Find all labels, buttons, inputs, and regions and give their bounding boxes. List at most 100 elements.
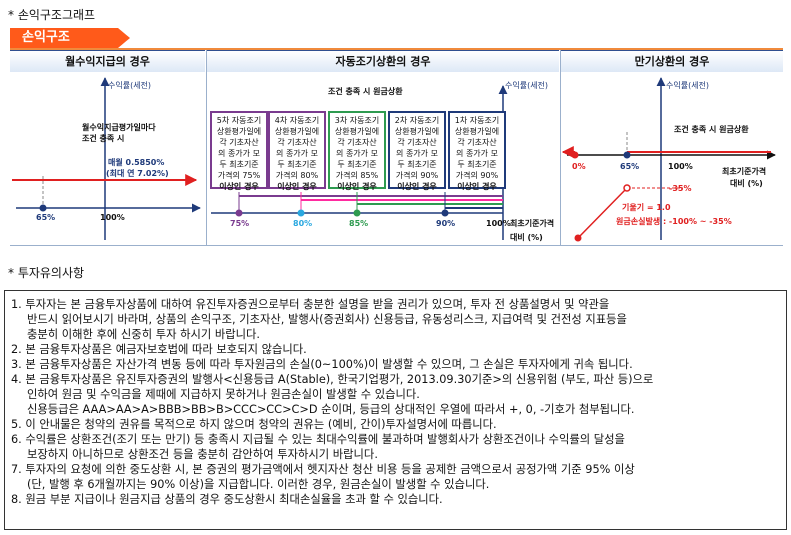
banner-label: 손익구조 bbox=[22, 30, 70, 45]
section-heading-notices: * 투자유의사항 bbox=[8, 266, 85, 280]
autocall-box-line: 5차 자동조기 bbox=[216, 116, 262, 125]
panel-title-autocall: 자동조기상환의 경우 bbox=[207, 50, 559, 72]
autocall-box-line: 두 최초기준 bbox=[397, 160, 437, 169]
notice-line: 7. 투자자의 요청에 의한 중도상환 시, 본 증권의 평가금액에서 헷지자산… bbox=[11, 463, 635, 476]
autocall-tick-75: 75% bbox=[230, 219, 250, 228]
autocall-y-label: 수익률(세전) bbox=[505, 81, 549, 90]
autocall-box-line: 이상인 경우 bbox=[397, 182, 437, 191]
notice-line: 3. 본 금융투자상품은 자산가격 변동 등에 따라 투자원금의 손실(0~10… bbox=[11, 358, 633, 371]
maturity-zero-dot bbox=[574, 234, 582, 242]
autocall-box-line: 2차 자동조기 bbox=[394, 116, 440, 125]
autocall-box-line: 두 최초기준 bbox=[219, 160, 259, 169]
autocall-condition-header: 조건 충족 시 원금상환 bbox=[328, 87, 403, 96]
autocall-box-line: 두 최초기준 bbox=[457, 160, 497, 169]
notice-line: (단, 발행 후 6개월까지는 90% 이상)을 지급합니다. 이러한 경우, … bbox=[27, 478, 490, 491]
panel-bottom-rule bbox=[10, 245, 783, 246]
panel-title-maturity: 만기상환의 경우 bbox=[561, 50, 783, 72]
maturity-65-dot bbox=[623, 151, 631, 159]
banner-rule bbox=[10, 48, 783, 50]
autocall-box-line: 이상인 경우 bbox=[277, 182, 317, 191]
autocall-box-line: 각 기초자산 bbox=[397, 138, 437, 147]
autocall-box-line: 상환평가일에 bbox=[394, 127, 440, 136]
autocall-box-line: 각 기초자산 bbox=[457, 138, 497, 147]
autocall-box-line: 두 최초기준 bbox=[277, 160, 317, 169]
notice-line: 반드시 읽어보시기 바라며, 상품의 손익구조, 기초자산, 발행사(증권회사)… bbox=[27, 313, 627, 326]
notice-line: 6. 수익률은 상환조건(조기 또는 만기) 등 충족시 지급될 수 있는 최대… bbox=[11, 433, 625, 446]
monthly-tick-65: 65% bbox=[36, 213, 56, 222]
panel-divider bbox=[560, 50, 561, 245]
maturity-payoff-graph bbox=[561, 77, 776, 242]
maturity-y-label: 수익률(세전) bbox=[666, 81, 710, 90]
notice-line: 8. 원금 부분 지급이나 원금지급 상품의 경우 중도상환시 최대손실율을 초… bbox=[11, 493, 443, 506]
monthly-barrier-dot bbox=[39, 204, 47, 212]
autocall-box-line: 두 최초기준 bbox=[337, 160, 377, 169]
autocall-box-line: 가격의 85% bbox=[335, 171, 379, 180]
maturity-minus35-label: -35% bbox=[669, 184, 692, 193]
autocall-box-line: 의 종가가 모 bbox=[396, 149, 438, 158]
notice-line: 보장하지 아니하므로 상환조건 등을 충분히 감안하여 투자하시기 바랍니다. bbox=[27, 448, 378, 461]
autocall-dot-85 bbox=[353, 209, 361, 217]
notice-line: 5. 이 안내물은 청약의 권유를 목적으로 하지 않으며 청약의 권유는 (예… bbox=[11, 418, 497, 431]
autocall-tick-90: 90% bbox=[436, 219, 456, 228]
autocall-dot-90 bbox=[441, 209, 449, 217]
autocall-box-line: 의 종가가 모 bbox=[276, 149, 318, 158]
panel-title-monthly: 월수익지급의 경우 bbox=[10, 50, 205, 72]
monthly-y-label: 수익률(세전) bbox=[108, 81, 152, 90]
autocall-box-line: 가격의 90% bbox=[455, 171, 499, 180]
autocall-x-label-1: 최초기준가격 bbox=[510, 219, 555, 228]
monthly-payout-1: 매월 0.5850% bbox=[108, 158, 165, 167]
investment-notices-box: 1. 투자자는 본 금융투자상품에 대하여 유진투자증권으로부터 충분한 설명을… bbox=[4, 290, 787, 530]
notice-line: 2. 본 금융투자상품은 예금자보호법에 따라 보호되지 않습니다. bbox=[11, 343, 307, 356]
autocall-box-line: 가격의 80% bbox=[275, 171, 319, 180]
autocall-box-line: 이상인 경우 bbox=[457, 182, 497, 191]
autocall-box-line: 가격의 75% bbox=[217, 171, 261, 180]
autocall-box-line: 상환평가일에 bbox=[274, 127, 320, 136]
autocall-x-label-2: 대비 (%) bbox=[510, 233, 543, 242]
autocall-box-line: 이상인 경우 bbox=[219, 182, 259, 191]
maturity-loss-slope bbox=[577, 187, 628, 239]
autocall-box-line: 의 종가가 모 bbox=[336, 149, 378, 158]
autocall-box-line: 상환평가일에 bbox=[216, 127, 262, 136]
autocall-box-line: 상환평가일에 bbox=[454, 127, 500, 136]
autocall-box-line: 1차 자동조기 bbox=[454, 116, 500, 125]
autocall-tick-85: 85% bbox=[349, 219, 369, 228]
monthly-payout-2: (최대 연 7.02%) bbox=[106, 169, 169, 178]
maturity-tick-100: 100% bbox=[668, 162, 693, 171]
monthly-payoff-graph bbox=[12, 77, 201, 240]
notice-line: 인하여 원금 및 수익금을 제때에 지급하지 못하거나 원금손실이 발생할 수 … bbox=[27, 388, 420, 401]
monthly-tick-100: 100% bbox=[100, 213, 125, 222]
notice-line: 4. 본 금융투자상품은 유진투자증권의 발행사<신용등급 A(Stable),… bbox=[11, 373, 654, 386]
maturity-x-label-2: 대비 (%) bbox=[730, 179, 763, 188]
autocall-box-line: 이상인 경우 bbox=[337, 182, 377, 191]
autocall-box-line: 각 기초자산 bbox=[277, 138, 317, 147]
autocall-payoff-graph bbox=[211, 85, 508, 240]
autocall-box-line: 4차 자동조기 bbox=[274, 116, 320, 125]
maturity-condition: 조건 충족 시 원금상환 bbox=[674, 125, 749, 134]
notice-line: 1. 투자자는 본 금융투자상품에 대하여 유진투자증권으로부터 충분한 설명을… bbox=[11, 298, 610, 311]
panel-divider bbox=[206, 50, 207, 245]
autocall-dot-80 bbox=[297, 209, 305, 217]
maturity-tick-65: 65% bbox=[620, 162, 640, 171]
autocall-dot-75 bbox=[235, 209, 243, 217]
maturity-origin-dot bbox=[571, 151, 579, 159]
notice-line: 신용등급은 AAA>AA>A>BBB>BB>B>CCC>CC>C>D 순이며, … bbox=[27, 403, 635, 416]
autocall-tick-100: 100% bbox=[486, 219, 511, 228]
banner-arrow-shape bbox=[10, 28, 130, 48]
maturity-x-label-1: 최초기준가격 bbox=[722, 167, 767, 176]
autocall-tick-80: 80% bbox=[293, 219, 313, 228]
autocall-box-line: 가격의 90% bbox=[395, 171, 439, 180]
autocall-box-line: 3차 자동조기 bbox=[334, 116, 380, 125]
monthly-condition-2: 조건 충족 시 bbox=[82, 134, 125, 143]
maturity-tick-0: 0% bbox=[572, 162, 586, 171]
maturity-open-dot bbox=[623, 184, 631, 192]
notice-line: 충분히 이해한 후에 신중히 투자 하시기 바랍니다. bbox=[27, 328, 261, 341]
section-heading-payoff: * 손익구조그래프 bbox=[8, 8, 96, 22]
autocall-box-line: 각 기초자산 bbox=[337, 138, 377, 147]
maturity-slope-note: 기울기 = 1.0 bbox=[622, 203, 671, 212]
payoff-banner: 손익구조 bbox=[10, 28, 130, 48]
